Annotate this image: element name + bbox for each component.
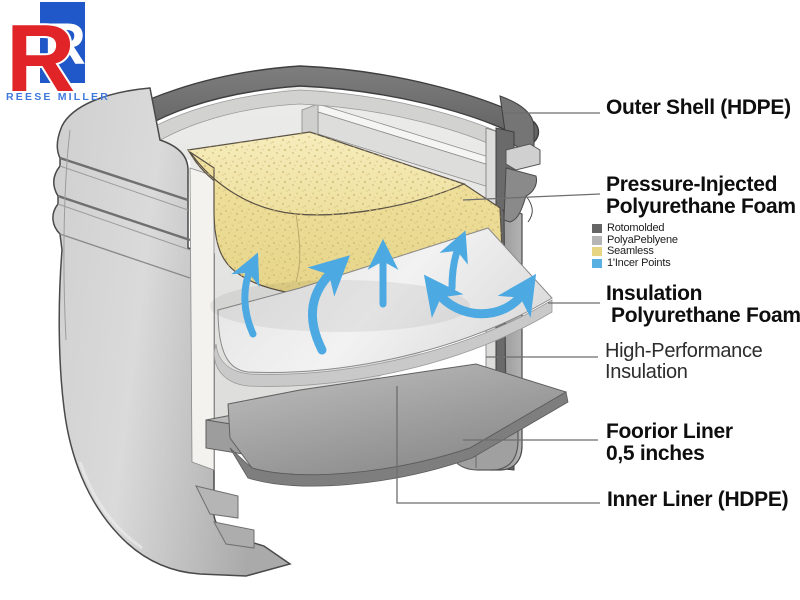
airflow-arrow	[307, 255, 351, 355]
legend-swatch	[592, 247, 602, 257]
callout-high-performance-line2: Insulation	[605, 361, 688, 383]
callout-pressure-foam-line2: Polyurethane Foam	[606, 195, 796, 218]
logo-blue-square	[40, 2, 85, 83]
callout-high-performance-line1: High-Performance	[605, 340, 763, 362]
outer-shell-shape	[52, 87, 292, 577]
callout-outer-shell-text: Outer Shell (HDPE)	[606, 96, 791, 119]
legend: Rotomolded PolyaPeblyene Seamless 1'Ince…	[592, 223, 678, 269]
legend-label: Rotomolded	[607, 222, 665, 235]
legend-swatch	[592, 235, 602, 245]
callout-insulation-foam-line1: Insulation	[606, 282, 703, 305]
callout-outer-shell: Outer Shell (HDPE)	[606, 97, 791, 119]
leader-pressure-foam	[462, 193, 601, 201]
brand-logo: R R REESE MILLER	[4, 2, 110, 114]
airflow-arrow-swoosh	[423, 273, 537, 319]
legend-label: PolyaPeblyene	[607, 233, 678, 246]
leader-lines	[396, 112, 601, 504]
legend-swatch	[592, 258, 602, 268]
callout-foorior-liner-line2: 0,5 inches	[606, 442, 705, 465]
legend-item: 1'Incer Points	[592, 256, 678, 270]
airflow-arrows	[231, 230, 537, 355]
airflow-arrow	[231, 252, 260, 338]
callout-high-performance: High-Performance Insulation	[605, 341, 763, 383]
callout-pressure-foam: Pressure-Injected Polyurethane Foam	[606, 174, 796, 218]
legend-label: Seamless	[607, 245, 654, 258]
callout-pressure-foam-line1: Pressure-Injected	[606, 173, 778, 196]
logo-monogram-white: R	[44, 12, 86, 77]
legend-swatch	[592, 224, 602, 234]
leader-inner-liner	[396, 386, 600, 504]
legend-label: 1'Incer Points	[607, 256, 671, 269]
callout-insulation-foam: Insulation Polyurethane Foam	[606, 283, 800, 327]
logo-wordmark: REESE MILLER	[6, 91, 110, 103]
legend-item: Rotomolded	[592, 223, 678, 235]
legend-item: PolyaPeblyene	[592, 233, 678, 247]
callout-insulation-foam-line2: Polyurethane Foam	[611, 304, 800, 327]
logo-monogram-red: R	[6, 5, 75, 112]
callout-foorior-liner: Foorior Liner 0,5 inches	[606, 421, 733, 465]
callout-inner-liner: Inner Liner (HDPE)	[607, 488, 789, 511]
callout-foorior-liner-line1: Foorior Liner	[606, 420, 733, 443]
legend-item: Seamless	[592, 246, 678, 258]
callout-inner-liner-text: Inner Liner (HDPE)	[607, 488, 789, 511]
